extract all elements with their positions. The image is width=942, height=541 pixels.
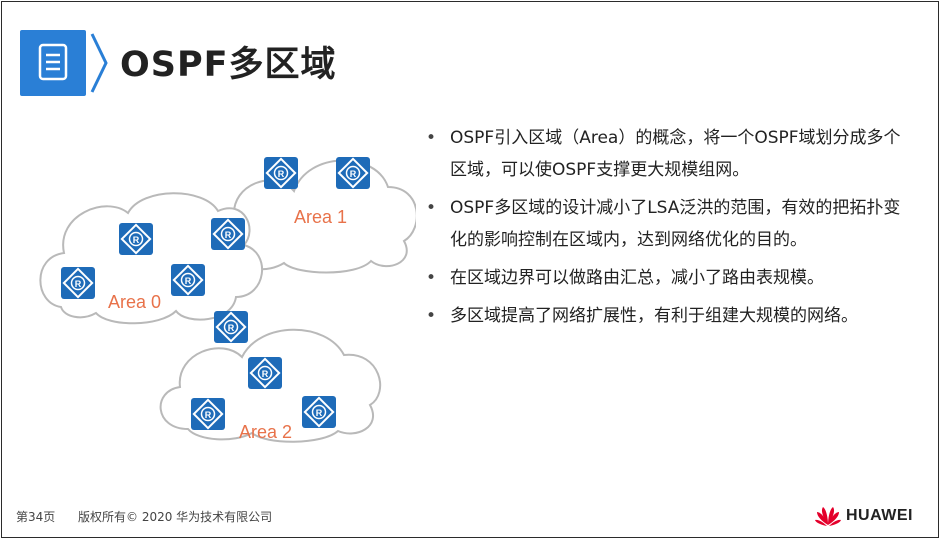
- router-area2-a: [247, 356, 283, 390]
- document-icon: [20, 30, 86, 96]
- brand-text: HUAWEI: [846, 507, 913, 524]
- huawei-flower-icon: [815, 507, 841, 526]
- area-label: Area 1: [294, 207, 347, 227]
- router-area0-c: [170, 263, 206, 297]
- router-area1-a: [263, 156, 299, 190]
- router-abr-area0-area2: [213, 310, 249, 344]
- area-label: Area 0: [108, 292, 161, 312]
- bullet-item: •OSPF多区域的设计减小了LSA泛洪的范围，有效的把拓扑变化的影响控制在区域内…: [426, 198, 901, 250]
- huawei-logo: HUAWEI: [814, 504, 913, 528]
- bullet-item: •在区域边界可以做路由汇总，减小了路由表规模。: [426, 268, 824, 288]
- bullet-item: •多区域提高了网络扩展性，有利于组建大规模的网络。: [426, 306, 858, 326]
- page-number: 第34页: [16, 510, 56, 524]
- router-abr-area0-area1: [210, 217, 246, 251]
- router-area2-b: [190, 397, 226, 431]
- copyright-text: 版权所有© 2020 华为技术有限公司: [78, 510, 273, 524]
- router-area0-b: [60, 266, 96, 300]
- router-area0-a: [118, 222, 154, 256]
- router-area2-c: [301, 395, 337, 429]
- ospf-area-diagram: R Area 1 Area 0 Area 2: [39, 156, 416, 443]
- page-title: OSPF多区域: [120, 45, 337, 85]
- chevron-right-icon: [90, 33, 108, 93]
- area-label: Area 2: [239, 422, 292, 442]
- bullet-list: •OSPF引入区域（Area）的概念，将一个OSPF域划分成多个区域，可以使OS…: [422, 122, 912, 338]
- router-area1-b: [335, 156, 371, 190]
- cloud-area-0: [39, 192, 264, 325]
- bullet-item: •OSPF引入区域（Area）的概念，将一个OSPF域划分成多个区域，可以使OS…: [426, 128, 901, 180]
